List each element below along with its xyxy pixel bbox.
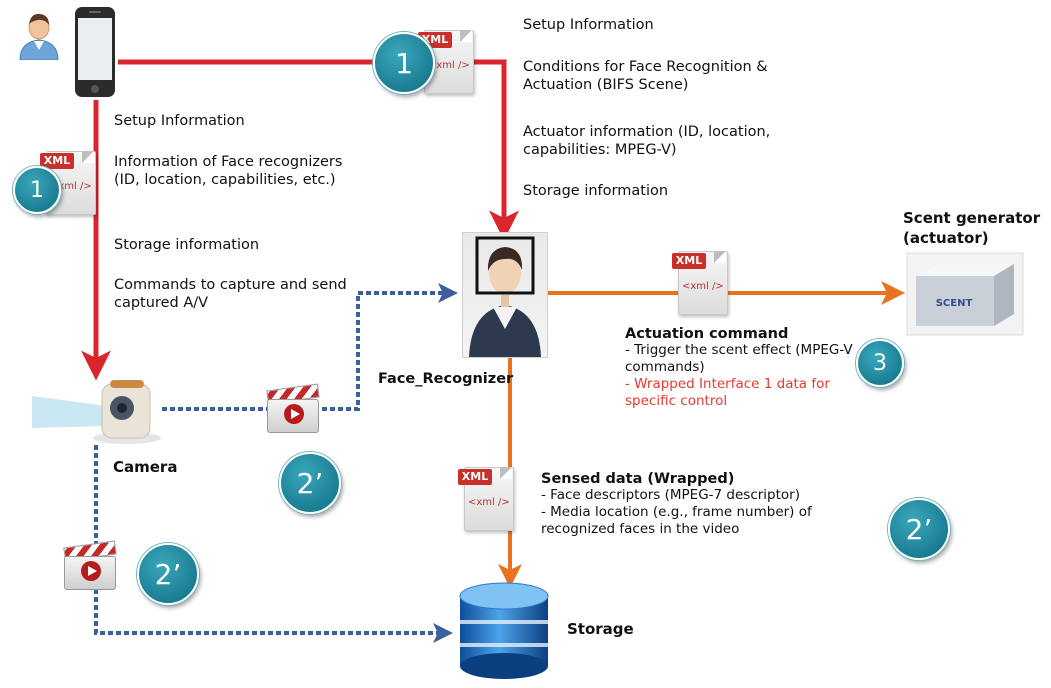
step-badge-setup-top: 1: [373, 32, 435, 94]
sensed-data-line-2: - Media location (e.g., frame number) of…: [541, 504, 812, 537]
storage-label: Storage: [567, 620, 634, 638]
top-setup-item-3: Actuator information (ID, location, capa…: [523, 124, 771, 158]
actuation-line-2: - Wrapped Interface 1 data for specific …: [625, 376, 830, 409]
face-recognizer-image: [462, 232, 548, 358]
step-badge-video-left: 2’: [137, 543, 199, 605]
left-setup-item-3: Storage information: [114, 237, 260, 253]
step-badge-video-right: 2’: [888, 498, 950, 560]
sensed-data-line-1: - Face descriptors (MPEG-7 descriptor): [541, 487, 800, 503]
setup-arrow-to-face-recognizer: [118, 59, 519, 241]
camera-image: [32, 376, 162, 446]
camera-label: Camera: [113, 458, 178, 476]
sensed-data-title: Sensed data (Wrapped): [541, 471, 735, 487]
video-clip-icon-left: [62, 540, 117, 590]
video-clip-icon-mid: [265, 383, 320, 433]
scent-generator-device: SCENT: [906, 252, 1024, 336]
face-recognizer-label: Face_Recognizer: [378, 371, 514, 387]
video-arrow-to-storage: [94, 445, 453, 643]
user-icon: [18, 10, 60, 61]
video-arrow-to-face-recognizer: [162, 283, 458, 411]
scent-generator-label: Scent generator (actuator): [903, 209, 1041, 247]
left-setup-item-2: Information of Face recognizers (ID, loc…: [114, 154, 343, 188]
step-badge-video-mid: 2’: [279, 452, 341, 514]
xml-sensed-data-icon: XML <xml />: [458, 461, 516, 531]
top-setup-item-4: Storage information: [523, 183, 669, 199]
smartphone-icon: [74, 6, 116, 98]
left-setup-item-4: Commands to capture and send captured A/…: [114, 277, 347, 311]
top-setup-item-2: Conditions for Face Recognition & Actuat…: [523, 59, 768, 93]
step-badge-setup-left: 1: [13, 166, 61, 214]
scent-device-text: SCENT: [936, 298, 973, 309]
xml-actuation-icon: XML <xml />: [672, 245, 730, 315]
step-badge-actuation: 3: [856, 339, 904, 387]
actuation-line-1: - Trigger the scent effect (MPEG-V comma…: [625, 342, 853, 375]
storage-icon: [452, 580, 556, 684]
top-setup-item-1: Setup Information: [523, 17, 654, 33]
actuation-title: Actuation command: [625, 326, 789, 342]
left-setup-item-1: Setup Information: [114, 113, 245, 129]
